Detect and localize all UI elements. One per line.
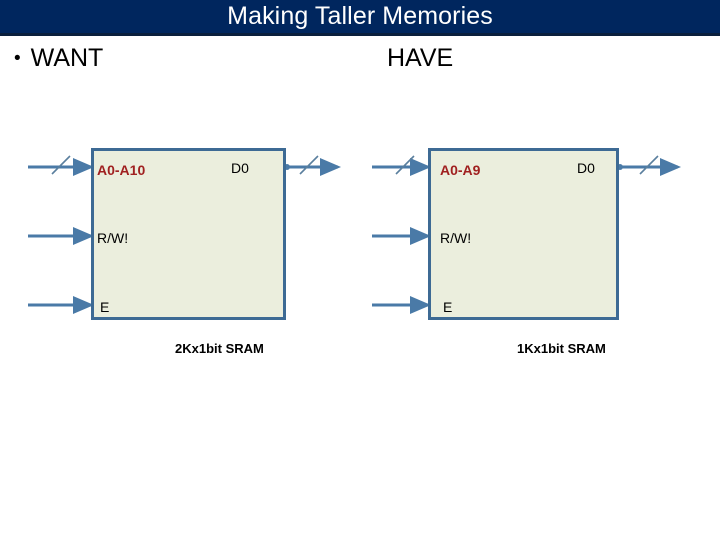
want-data-pin-label: D0 — [231, 160, 249, 176]
want-data-bus-slash-icon — [299, 155, 319, 175]
want-bullet-item: • WANT — [14, 44, 103, 73]
want-enable-pin-label: E — [100, 299, 110, 315]
bullet-row: • WANT HAVE — [0, 44, 720, 84]
slide-title-bar: Making Taller Memories — [0, 0, 720, 36]
want-label: WANT — [30, 44, 104, 72]
page-title: Making Taller Memories — [227, 2, 493, 30]
have-enable-pin-label: E — [443, 299, 453, 315]
sram-chip-want[interactable] — [91, 148, 286, 320]
want-rw-pin-label: R/W! — [97, 230, 129, 246]
want-address-pin-label: A0-A10 — [97, 162, 146, 178]
bullet-dot-icon: • — [14, 48, 21, 69]
want-chip-caption: 2Kx1bit SRAM — [175, 341, 264, 356]
want-address-bus-slash-icon — [51, 155, 71, 175]
have-data-bus-slash-icon — [639, 155, 659, 175]
have-label: HAVE — [387, 44, 454, 72]
have-address-pin-label: A0-A9 — [440, 162, 481, 178]
have-rw-pin-label: R/W! — [440, 230, 472, 246]
have-data-pin-label: D0 — [577, 160, 595, 176]
have-address-bus-slash-icon — [395, 155, 415, 175]
sram-chip-have[interactable] — [428, 148, 619, 320]
have-chip-caption: 1Kx1bit SRAM — [517, 341, 606, 356]
